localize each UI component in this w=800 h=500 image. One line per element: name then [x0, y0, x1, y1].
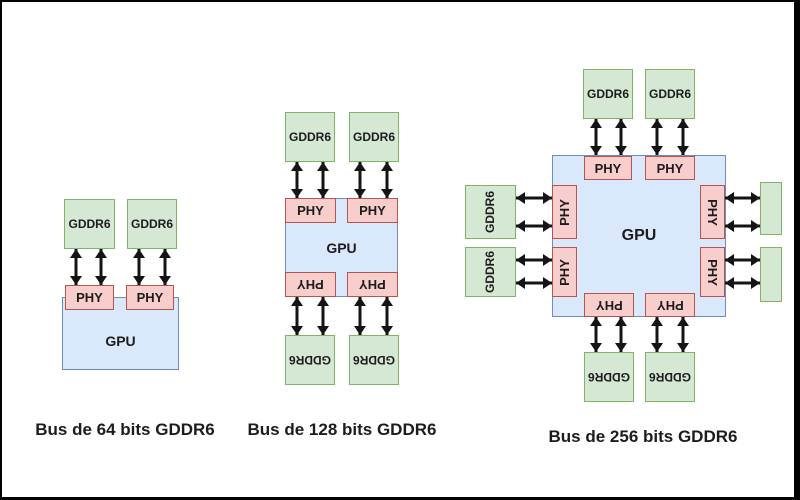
double-arrow-vertical — [615, 317, 627, 352]
gddr6-chip-truncated — [760, 247, 782, 302]
double-arrow-vertical — [70, 249, 82, 285]
phy-label: PHY — [136, 290, 164, 305]
diagram-caption: Bus de 256 bits GDDR6 — [548, 427, 738, 446]
phy-label: PHY — [594, 160, 622, 176]
double-arrow-vertical — [590, 317, 602, 352]
gddr6-label: GDDR6 — [288, 130, 331, 144]
double-arrow-horizontal — [516, 220, 552, 232]
diagram-caption: Bus de 64 bits GDDR6 — [35, 420, 215, 439]
double-arrow-vertical — [651, 317, 663, 352]
phy-block: PHY — [347, 198, 398, 223]
phy-label: PHY — [359, 277, 386, 292]
phy-block: PHY — [126, 285, 174, 310]
phy-label: PHY — [557, 258, 573, 286]
double-arrow-horizontal — [516, 277, 552, 289]
double-arrow-horizontal — [516, 254, 552, 266]
double-arrow-vertical — [159, 249, 171, 285]
phy-label: PHY — [297, 203, 324, 218]
double-arrow-vertical — [317, 297, 329, 335]
double-arrow-vertical — [677, 317, 689, 352]
double-arrow-vertical — [354, 297, 366, 335]
double-arrow-vertical — [615, 119, 627, 155]
phy-block: PHY — [584, 156, 632, 180]
phy-label: PHY — [705, 258, 721, 286]
phy-block: PHY — [552, 247, 577, 297]
gddr6-label: GDDR6 — [483, 190, 498, 234]
gddr6-chip: GDDR6 — [349, 112, 399, 162]
phy-label: PHY — [297, 277, 324, 292]
gpu-label: GPU — [621, 227, 657, 244]
phy-label: PHY — [656, 297, 684, 313]
gddr6-label: GDDR6 — [352, 130, 395, 144]
phy-block: PHY — [347, 272, 398, 297]
double-arrow-horizontal — [516, 192, 552, 204]
double-arrow-vertical — [354, 162, 366, 198]
phy-label: PHY — [557, 198, 573, 226]
diagram-caption: Bus de 128 bits GDDR6 — [247, 420, 437, 439]
phy-block: PHY — [700, 247, 725, 297]
gddr6-label: GDDR6 — [648, 87, 691, 101]
double-arrow-vertical — [677, 119, 689, 155]
gddr6-label: GDDR6 — [68, 217, 111, 231]
gpu-block: GPU — [552, 155, 726, 317]
gddr6-chip: GDDR6 — [645, 69, 695, 119]
gddr6-chip: GDDR6 — [127, 199, 177, 249]
gddr6-label: GDDR6 — [587, 370, 630, 384]
gpu-label: GPU — [105, 332, 136, 349]
double-arrow-vertical — [381, 162, 393, 198]
phy-block: PHY — [584, 293, 634, 317]
double-arrow-vertical — [381, 297, 393, 335]
phy-block: PHY — [552, 185, 577, 239]
gddr6-chip-truncated — [760, 182, 782, 235]
gddr6-label: GDDR6 — [648, 370, 691, 384]
double-arrow-vertical — [317, 162, 329, 198]
gddr6-chip: GDDR6 — [285, 112, 335, 162]
phy-label: PHY — [705, 198, 721, 226]
phy-block: PHY — [285, 272, 336, 297]
double-arrow-vertical — [291, 297, 303, 335]
double-arrow-horizontal — [725, 220, 760, 232]
double-arrow-horizontal — [725, 254, 760, 266]
gddr6-chip: GDDR6 — [349, 335, 399, 385]
phy-block: PHY — [285, 198, 336, 223]
double-arrow-vertical — [651, 119, 663, 155]
gddr6-chip: GDDR6 — [583, 69, 633, 119]
phy-label: PHY — [359, 203, 386, 218]
double-arrow-vertical — [95, 249, 107, 285]
gddr6-chip: GDDR6 — [465, 185, 516, 239]
phy-label: PHY — [76, 290, 103, 305]
gddr6-label: GDDR6 — [483, 250, 498, 294]
double-arrow-horizontal — [725, 192, 760, 204]
gddr6-chip: GDDR6 — [645, 352, 695, 402]
double-arrow-vertical — [133, 249, 145, 285]
phy-block: PHY — [700, 185, 725, 239]
gddr6-chip: GDDR6 — [584, 352, 634, 402]
phy-block: PHY — [65, 285, 114, 310]
phy-block: PHY — [645, 293, 695, 317]
gddr6-chip: GDDR6 — [285, 335, 335, 385]
gddr6-chip: GDDR6 — [465, 247, 516, 297]
gddr6-chip: GDDR6 — [64, 199, 115, 249]
gddr6-label: GDDR6 — [130, 217, 173, 231]
phy-label: PHY — [595, 297, 623, 313]
double-arrow-horizontal — [725, 277, 760, 289]
double-arrow-vertical — [291, 162, 303, 198]
gddr6-label: GDDR6 — [586, 87, 629, 101]
gpu-label: GPU — [326, 239, 357, 256]
double-arrow-vertical — [590, 119, 602, 155]
phy-label: PHY — [656, 160, 684, 176]
phy-block: PHY — [645, 156, 695, 180]
